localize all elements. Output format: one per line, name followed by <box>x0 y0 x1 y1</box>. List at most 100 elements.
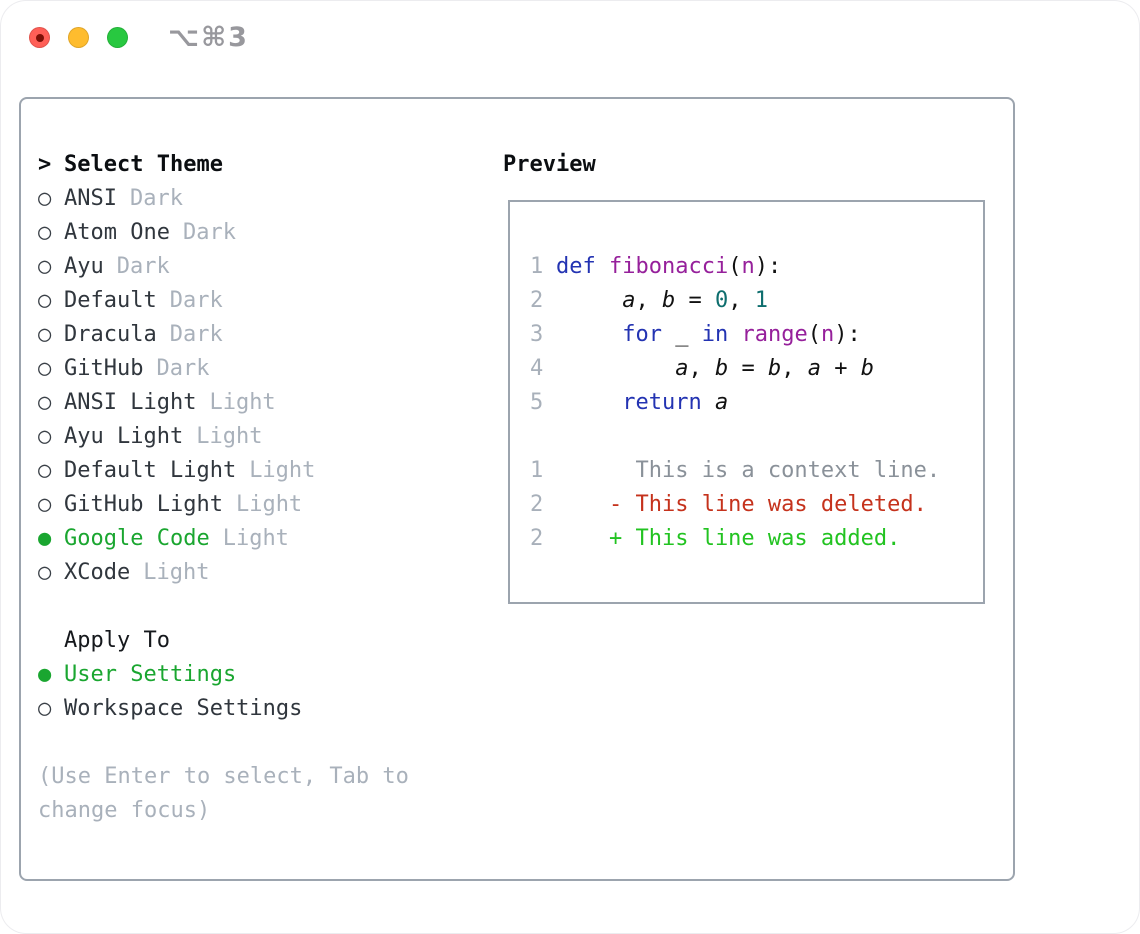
code-segment <box>556 288 622 313</box>
theme-variant-badge: Light <box>143 560 210 585</box>
code-segment: fibonacci <box>608 254 729 279</box>
theme-name: Ayu Light <box>64 424 184 449</box>
code-segment <box>728 322 741 347</box>
code-segment: ): <box>754 254 782 279</box>
theme-name: Ayu <box>64 254 104 279</box>
theme-variant-badge: Light <box>209 390 276 415</box>
code-segment: for <box>622 322 662 347</box>
radio-selected-icon: ● <box>38 526 52 551</box>
apply-to-option[interactable]: ● User Settings <box>38 658 503 692</box>
code-segment: b <box>661 288 676 313</box>
code-segment: 1 <box>754 288 768 313</box>
code-segment: , <box>781 356 808 381</box>
code-segment: This is a context line. <box>556 458 941 483</box>
code-segment: b <box>860 356 874 381</box>
code-segment: , <box>688 356 715 381</box>
theme-item[interactable]: ○ Default Light Light <box>38 454 503 488</box>
code-segment: b <box>767 356 782 381</box>
radio-icon: ○ <box>38 220 52 245</box>
line-number: 3 <box>530 322 544 347</box>
theme-name: XCode <box>64 560 131 585</box>
select-theme-header: >Select Theme <box>38 148 503 182</box>
radio-icon: ○ <box>38 322 52 347</box>
theme-name: GitHub Light <box>64 492 223 517</box>
apply-to-title: Apply To <box>64 628 170 653</box>
theme-variant-badge: Dark <box>156 356 210 381</box>
close-button[interactable] <box>29 27 50 48</box>
theme-name: GitHub <box>64 356 144 381</box>
code-segment: ( <box>728 254 742 279</box>
radio-icon: ○ <box>38 390 52 415</box>
minimize-button[interactable] <box>68 27 89 48</box>
theme-variant-badge: Dark <box>116 254 170 279</box>
radio-icon: ○ <box>38 458 52 483</box>
code-segment: + This line was added. <box>556 526 901 551</box>
code-line: 2 a, b = 0, 1 <box>530 284 973 318</box>
diff-line: 2 - This line was deleted. <box>530 488 973 522</box>
apply-to-option-label: Workspace Settings <box>64 696 303 721</box>
apply-to-option[interactable]: ○ Workspace Settings <box>38 692 503 726</box>
line-number: 2 <box>530 288 544 313</box>
apply-to-option-label: User Settings <box>64 662 237 687</box>
code-segment: range <box>741 322 808 347</box>
theme-variant-badge: Light <box>222 526 289 551</box>
apply-to-header: Apply To <box>38 624 503 658</box>
theme-name: ANSI <box>64 186 117 211</box>
apply-to-list: ● User Settings ○ Workspace Settings <box>38 658 503 726</box>
theme-item[interactable]: ○ ANSI Light Light <box>38 386 503 420</box>
radio-icon: ○ <box>38 560 52 585</box>
code-segment: return <box>622 390 715 415</box>
code-segment: , <box>728 288 755 313</box>
code-segment: 0 <box>714 288 729 313</box>
diff-preview-block: 1 This is a context line.2 - This line w… <box>530 454 973 556</box>
code-segment: def <box>556 254 609 279</box>
theme-name: ANSI Light <box>64 390 197 415</box>
code-line: 4 a, b = b, a + b <box>530 352 973 386</box>
code-segment: in <box>701 322 729 347</box>
diff-line: 1 This is a context line. <box>530 454 973 488</box>
code-segment: a <box>807 356 821 381</box>
line-number: 2 <box>530 492 544 517</box>
theme-variant-badge: Dark <box>129 186 183 211</box>
line-number: 1 <box>530 458 544 483</box>
line-number: 4 <box>530 356 544 381</box>
zoom-button[interactable] <box>107 27 128 48</box>
theme-variant-badge: Light <box>235 492 303 517</box>
theme-name: Atom One <box>64 220 170 245</box>
radio-selected-icon: ● <box>38 662 52 687</box>
theme-variant-badge: Light <box>249 458 316 483</box>
code-segment: a <box>675 356 689 381</box>
theme-item[interactable]: ○ XCode Light <box>38 556 503 590</box>
radio-icon: ○ <box>38 288 52 313</box>
code-segment: a <box>622 288 636 313</box>
traffic-lights <box>29 27 128 48</box>
theme-variant-badge: Dark <box>169 288 223 313</box>
theme-name: Dracula <box>64 322 157 347</box>
code-segment: - This line was deleted. <box>556 492 927 517</box>
radio-icon: ○ <box>38 696 52 721</box>
theme-name: Default Light <box>64 458 237 483</box>
code-segment: a <box>714 390 729 415</box>
select-theme-title: Select Theme <box>64 152 223 177</box>
code-segment: + <box>820 356 861 381</box>
code-segment <box>556 390 622 415</box>
code-segment: n <box>741 254 755 279</box>
code-line: 3 for _ in range(n): <box>530 318 973 352</box>
code-segment <box>556 356 675 381</box>
code-segment: ): <box>834 322 861 347</box>
